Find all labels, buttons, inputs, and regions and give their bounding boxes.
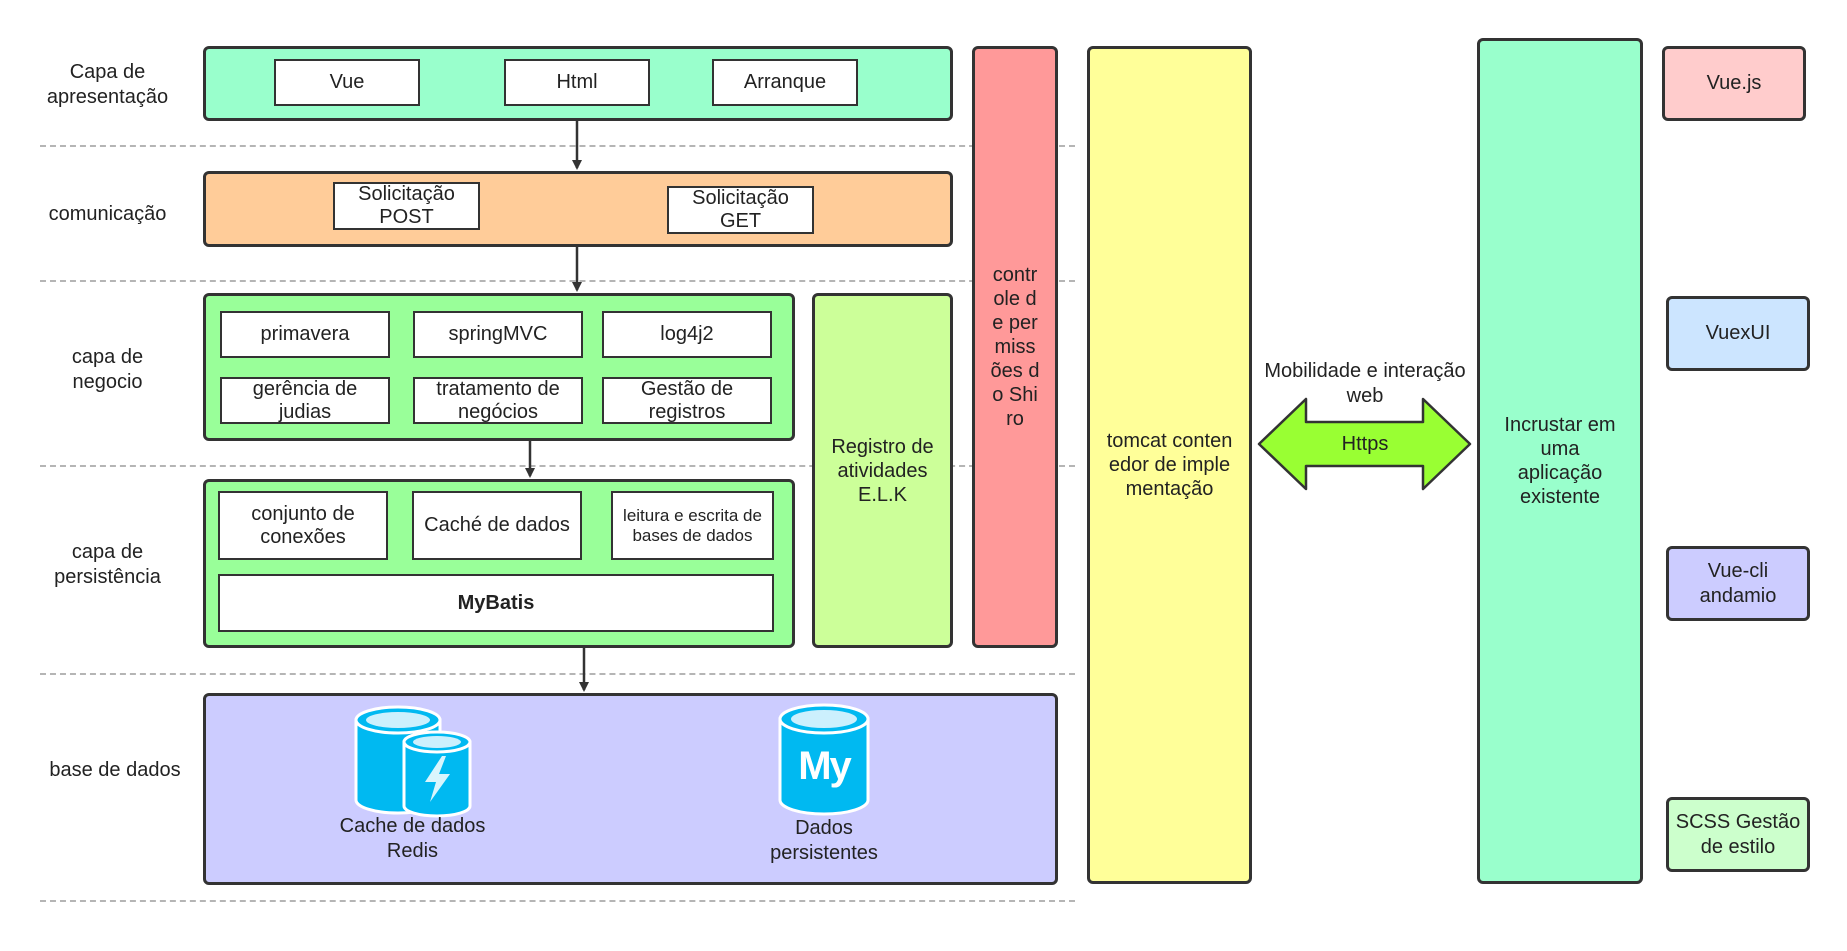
- get-request-box: Solicitação GET: [667, 186, 814, 234]
- communication-layer: [203, 171, 953, 247]
- mysql-logo-text: My: [798, 743, 852, 788]
- tomcat-box: tomcat contenedor de implementação: [1087, 46, 1252, 884]
- leitura-box: leitura e escrita de bases de dados: [611, 491, 774, 560]
- mybatis-box: MyBatis: [218, 574, 774, 632]
- vuejs-box: Vue.js: [1662, 46, 1806, 121]
- springmvc-box: springMVC: [413, 311, 583, 358]
- layer-label-database: base de dados: [49, 758, 181, 781]
- redis-caption: Cache de dados Redis: [339, 815, 486, 862]
- separator-4: [40, 673, 1075, 675]
- redis-icon: [354, 705, 472, 818]
- layer-label-communication: comunicação: [48, 202, 167, 225]
- separator-2: [40, 280, 1075, 282]
- gestao-box: Gestão de registros: [602, 377, 772, 424]
- log4j2-box: log4j2: [602, 311, 772, 358]
- vuecli-box: Vue-cli andamio: [1666, 546, 1810, 621]
- arranque-box: Arranque: [712, 59, 858, 106]
- embed-box: Incrustar em uma aplicação existente: [1477, 38, 1643, 884]
- separator-5: [40, 900, 1075, 902]
- mysql-icon: [778, 703, 870, 816]
- layer-label-business: capa de negocio: [71, 346, 144, 393]
- scss-box: SCSS Gestão de estilo: [1666, 797, 1810, 872]
- conjunto-box: conjunto de conexões: [218, 491, 388, 560]
- post-request-box: Solicitação POST: [333, 182, 480, 230]
- elk-box: Registro de atividades E.L.K: [812, 293, 953, 648]
- layer-label-presentation: Capa de apresentação: [46, 61, 169, 108]
- separator-1: [40, 145, 1075, 147]
- layer-label-persistence: capa de persistência: [54, 541, 161, 588]
- database-layer: [203, 693, 1058, 885]
- https-label: Https: [1341, 432, 1389, 455]
- gerencia-box: gerência de judias: [220, 377, 390, 424]
- mobility-label: Mobilidade e interação web: [1264, 360, 1466, 407]
- vue-box: Vue: [274, 59, 420, 106]
- tratamento-box: tratamento de negócios: [413, 377, 583, 424]
- separator-3: [40, 465, 1075, 467]
- shiro-box: controle de permissões do Shiro: [972, 46, 1058, 648]
- https-double-arrow: [1257, 397, 1472, 491]
- cache-box: Caché de dados: [412, 491, 582, 560]
- vuexui-box: VuexUI: [1666, 296, 1810, 371]
- primavera-box: primavera: [220, 311, 390, 358]
- mysql-caption: Dados persistentes: [770, 817, 878, 864]
- html-box: Html: [504, 59, 650, 106]
